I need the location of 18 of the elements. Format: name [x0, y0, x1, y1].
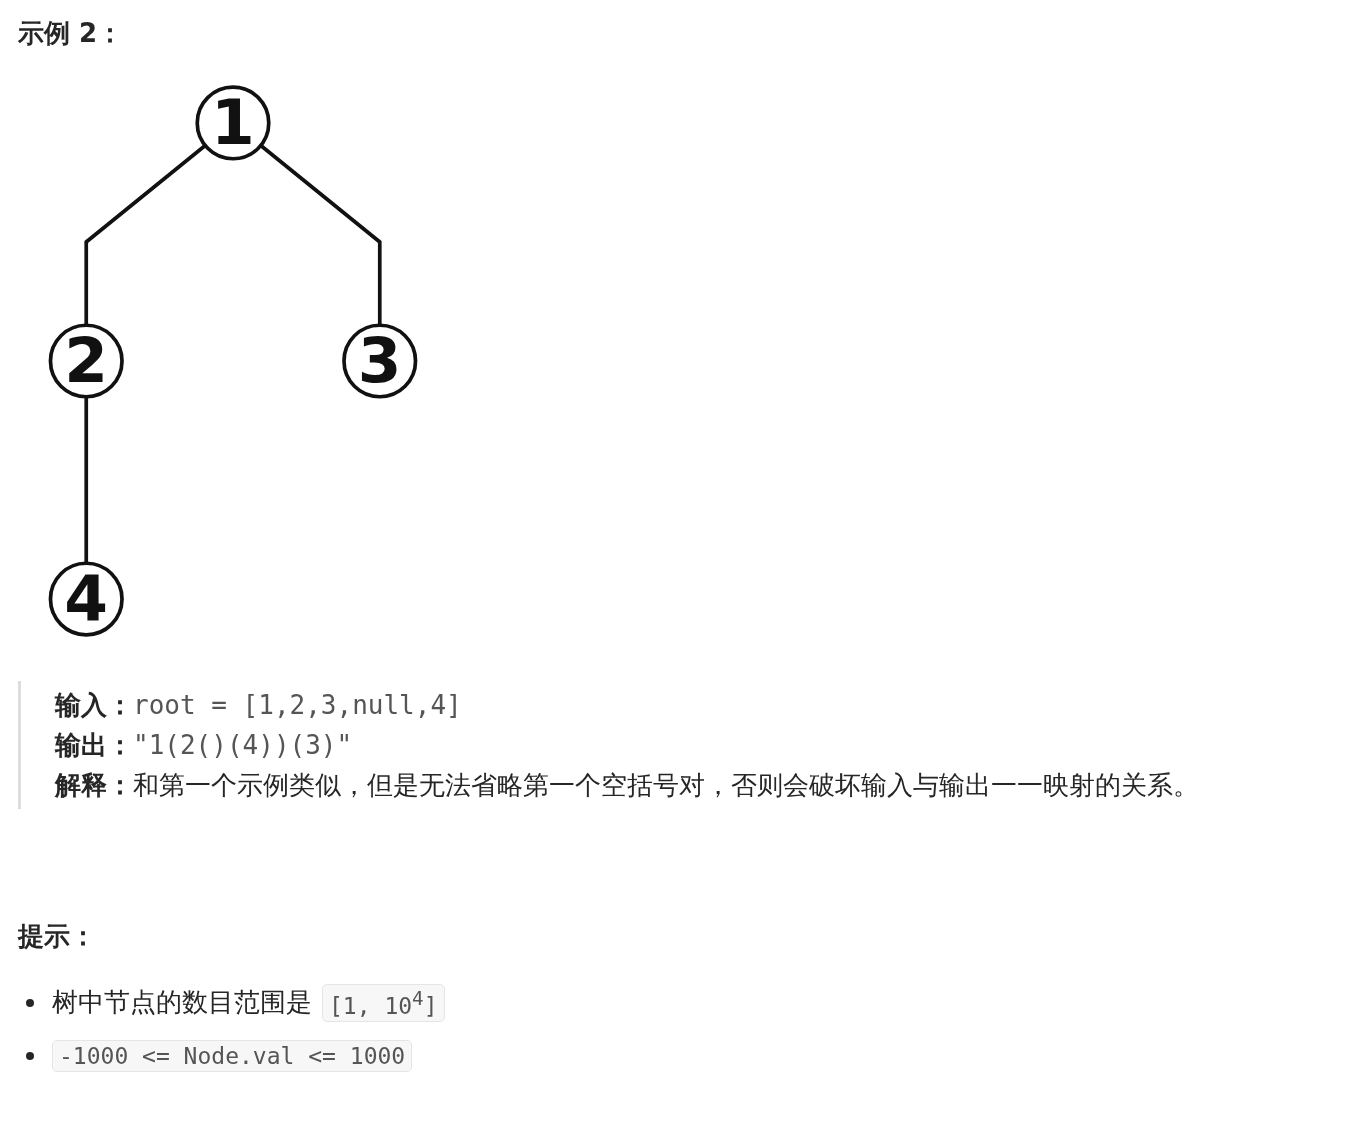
explanation-text: 和第一个示例类似，但是无法省略第一个空括号对，否则会破坏输入与输出一一映射的关系。: [133, 770, 1199, 800]
section-heading: 提示：: [18, 920, 97, 953]
title: 示例 2：: [18, 17, 125, 50]
list-text: 树中节点的数目范围是: [52, 986, 312, 1020]
node-circle: 4: [48, 561, 124, 637]
field-label: 输出：: [55, 730, 133, 760]
connector: [84, 396, 89, 564]
node-circle: 2: [48, 323, 124, 399]
field-label: 解释：: [55, 770, 133, 800]
node-circle: 1: [195, 85, 271, 161]
input-value: root = [1,2,3,null,4]: [133, 690, 462, 720]
connector: [84, 144, 207, 326]
field-label: 输入：: [55, 690, 133, 720]
inline-code: -1000 <= Node.val <= 1000: [52, 1039, 413, 1072]
connector: [259, 144, 382, 326]
output-value: "1(2()(4))(3)": [133, 730, 353, 760]
inline-code: [1, 10$^{4}$]: [322, 984, 445, 1022]
node-circle: 3: [342, 323, 418, 399]
